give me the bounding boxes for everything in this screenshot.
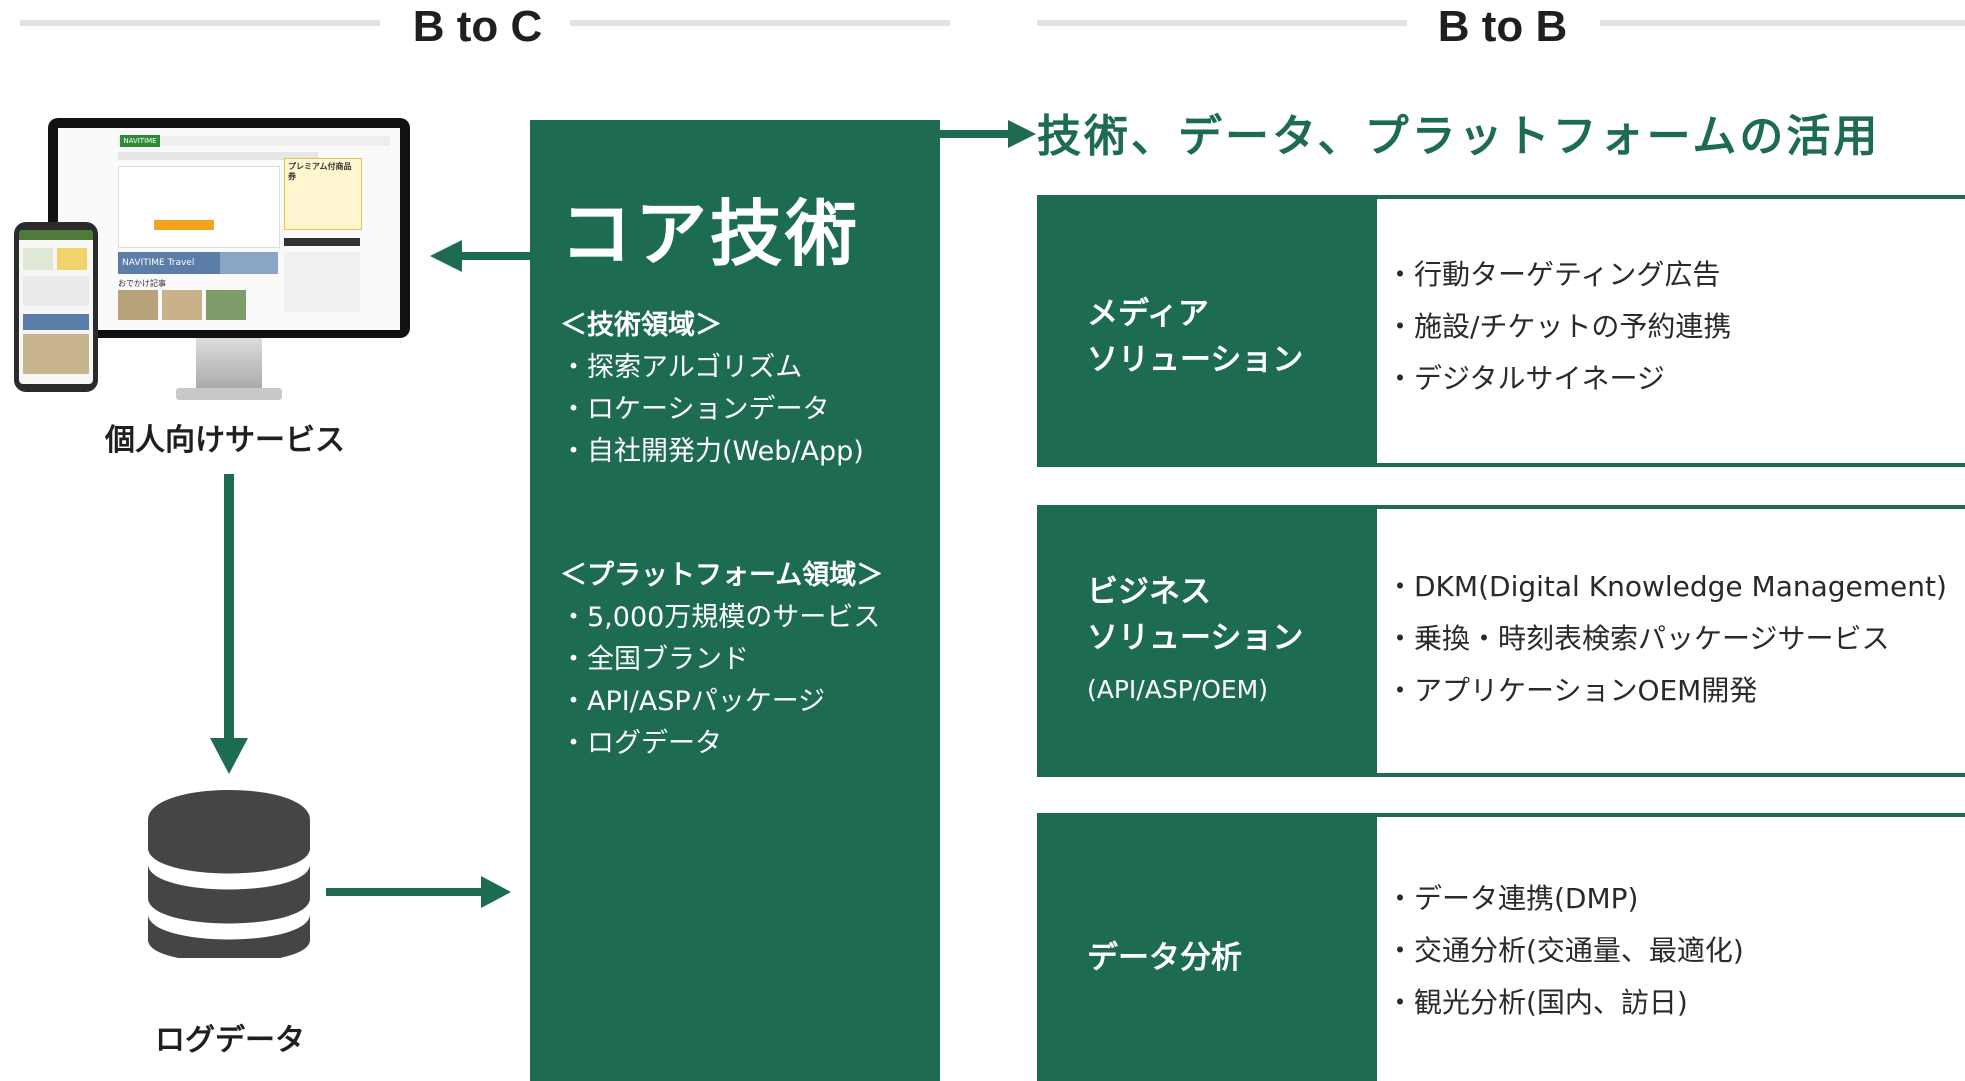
article-heading: おでかけ記事 — [118, 279, 166, 288]
personal-services-label: 個人向けサービス — [105, 423, 345, 458]
travel-banner: NAVITIME Travel — [118, 252, 222, 274]
solution-title-line1: ビジネス — [1087, 574, 1211, 610]
promo-banner: プレミアム付商品券 — [288, 162, 352, 181]
solution-title-line1: データ分析 — [1087, 940, 1242, 976]
list-item: ・5,000万規模のサービス — [560, 602, 881, 633]
website-screenshot: NAVITIME NAVITIME Travel おでかけ記事 プレミアム付商品… — [58, 128, 400, 330]
list-item: ・データ連携(DMP) — [1386, 882, 1639, 915]
list-item: ・行動ターゲティング広告 — [1386, 258, 1721, 291]
core-title: コア技術 — [560, 192, 861, 276]
solution-row-business: ビジネス ソリューション (API/ASP/OEM) ・DKM(Digital … — [1037, 505, 1965, 777]
database-icon — [148, 790, 310, 958]
list-item: ・DKM(Digital Knowledge Management) — [1386, 570, 1947, 603]
solution-row-media: メディア ソリューション ・行動ターゲティング広告 ・施設/チケットの予約連携 … — [1037, 195, 1965, 467]
btob-title: B to B — [1437, 2, 1568, 51]
smartphone-icon — [14, 222, 98, 392]
solution-title-line2: ソリューション — [1087, 620, 1304, 656]
solution-title-line1: メディア — [1087, 296, 1209, 332]
brand-logo: NAVITIME — [120, 135, 160, 147]
list-item: ・ログデータ — [560, 728, 722, 759]
list-item: ・アプリケーションOEM開発 — [1386, 674, 1758, 707]
list-item: ・ロケーションデータ — [560, 394, 830, 425]
btob-heading: 技術、データ、プラットフォームの活用 — [1037, 111, 1881, 162]
log-data-label: ログデータ — [155, 1023, 305, 1058]
solution-row-data-analysis: データ分析 ・データ連携(DMP) ・交通分析(交通量、最適化) ・観光分析(国… — [1037, 813, 1965, 1081]
tech-domain-heading: ＜技術領域＞ — [560, 310, 722, 341]
computer-monitor-icon: NAVITIME NAVITIME Travel おでかけ記事 プレミアム付商品… — [48, 118, 410, 400]
list-item: ・API/ASPパッケージ — [560, 686, 826, 717]
list-item: ・観光分析(国内、訪日) — [1386, 986, 1688, 1019]
core-technology-panel: コア技術 ＜技術領域＞ ・探索アルゴリズム ・ロケーションデータ ・自社開発力(… — [530, 120, 940, 1081]
platform-domain-list: ＜プラットフォーム領域＞ ・5,000万規模のサービス ・全国ブランド ・API… — [560, 555, 883, 765]
arrow-icon — [210, 474, 248, 774]
list-item: ・乗換・時刻表検索パッケージサービス — [1386, 622, 1890, 655]
btoc-title: B to C — [412, 2, 543, 51]
platform-domain-heading: ＜プラットフォーム領域＞ — [560, 560, 884, 591]
tech-domain-list: ＜技術領域＞ ・探索アルゴリズム ・ロケーションデータ ・自社開発力(Web/A… — [560, 305, 864, 473]
list-item: ・デジタルサイネージ — [1386, 362, 1665, 395]
arrow-icon — [326, 876, 511, 908]
solution-subtitle: (API/ASP/OEM) — [1087, 675, 1268, 704]
list-item: ・施設/チケットの予約連携 — [1386, 310, 1732, 343]
list-item: ・交通分析(交通量、最適化) — [1386, 934, 1744, 967]
btob-rule-left — [1037, 20, 1407, 26]
btoc-rule-left — [20, 20, 380, 26]
list-item: ・全国ブランド — [560, 644, 749, 675]
btob-rule-right — [1600, 20, 1965, 26]
btoc-rule-right — [570, 20, 950, 26]
arrow-icon — [940, 120, 1036, 148]
list-item: ・自社開発力(Web/App) — [560, 436, 864, 467]
solution-title-line2: ソリューション — [1087, 342, 1304, 378]
arrow-icon — [430, 240, 530, 272]
list-item: ・探索アルゴリズム — [560, 352, 803, 383]
